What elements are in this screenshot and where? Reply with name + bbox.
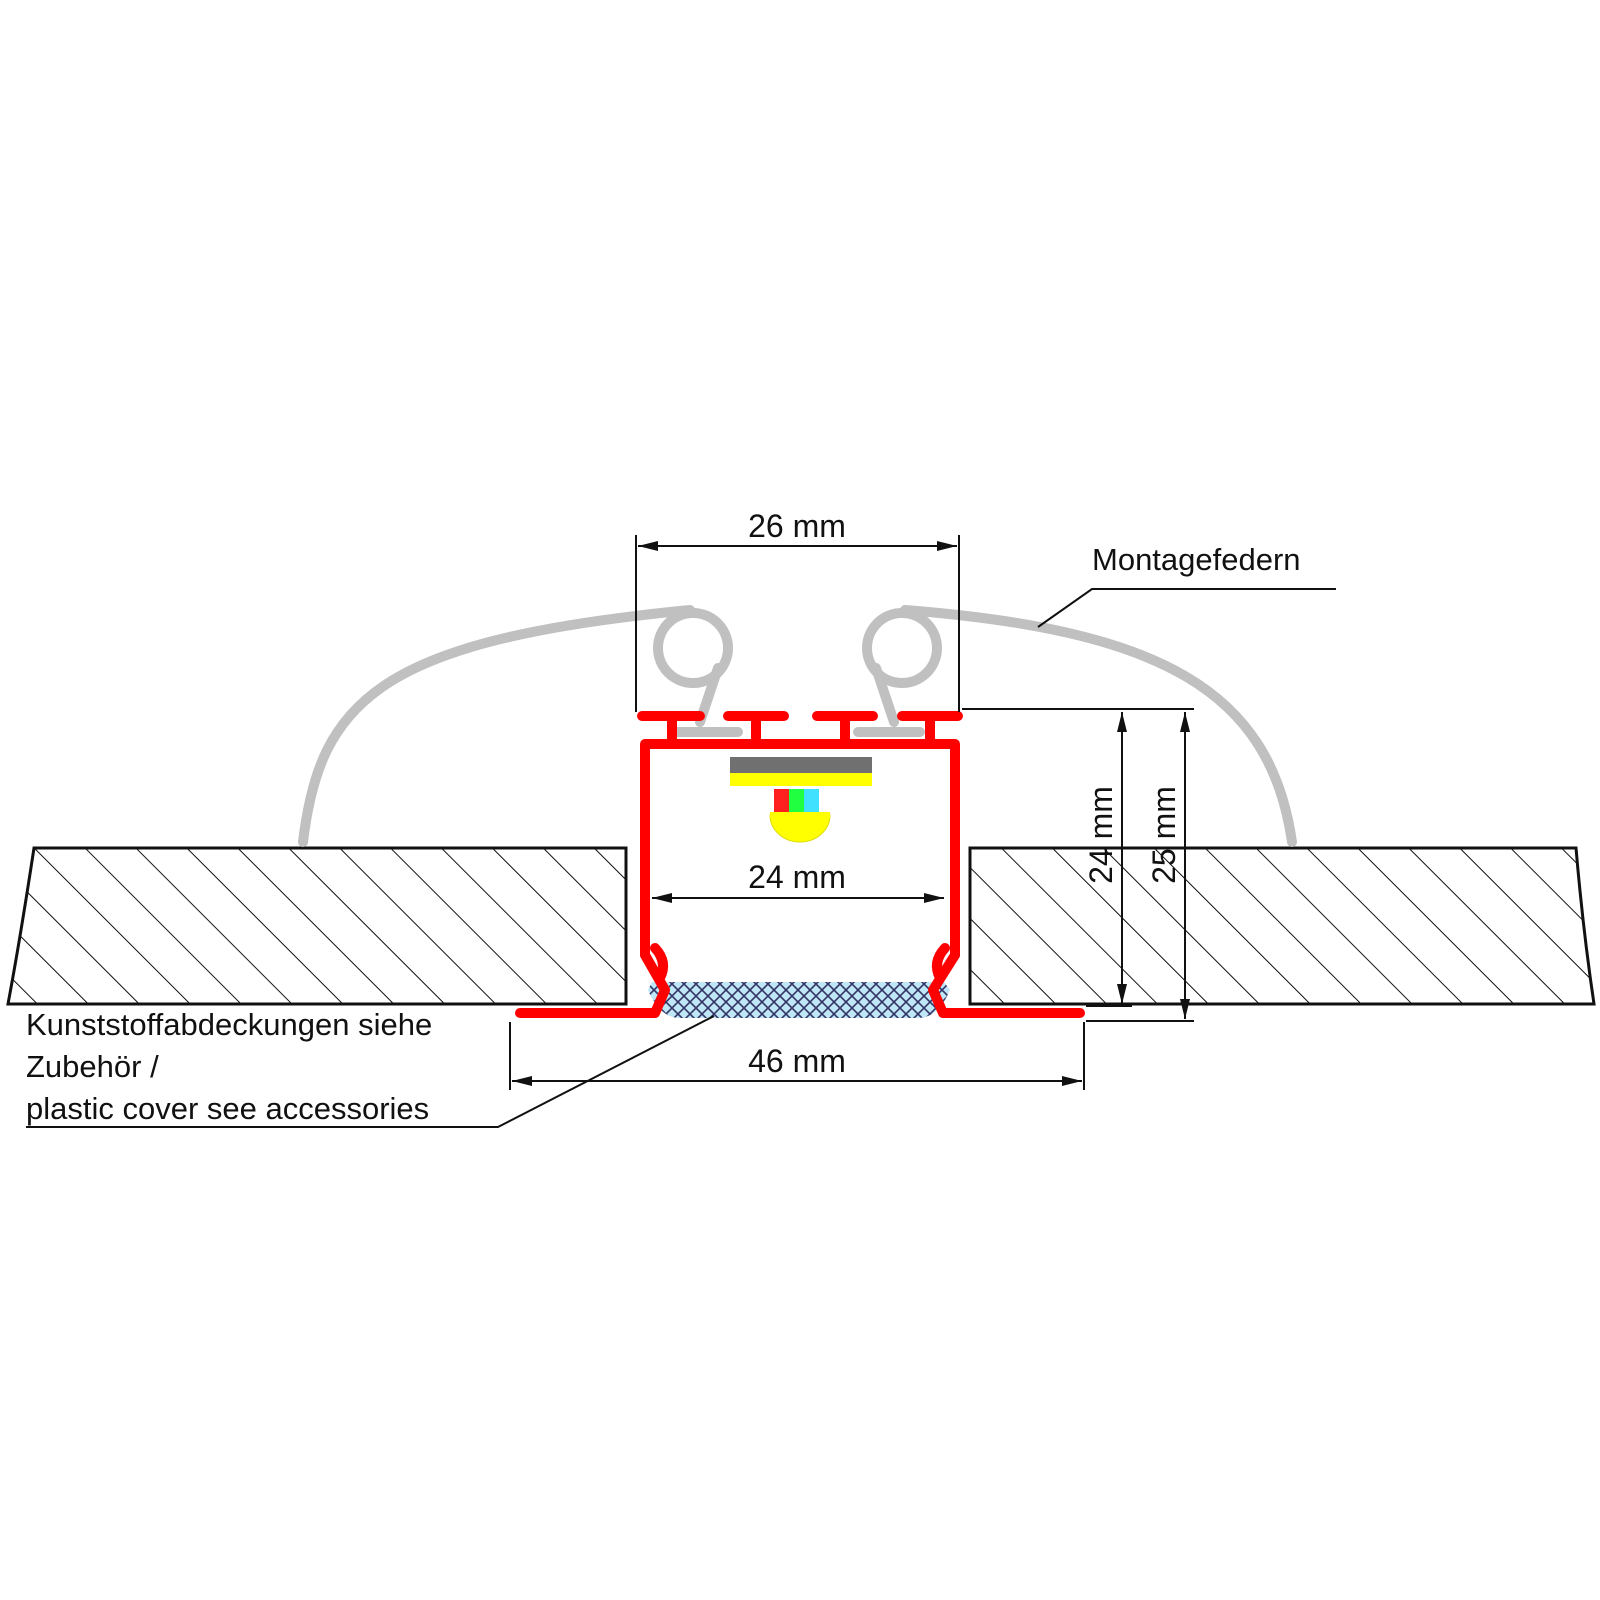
- dimension-bottom-width-label: 46 mm: [748, 1043, 846, 1079]
- led-strip-pcb: [730, 757, 872, 773]
- dimension-top-width-label: 26 mm: [748, 508, 846, 544]
- cover-label-line3: plastic cover see accessories: [26, 1091, 429, 1126]
- dimension-bottom-width: [509, 1022, 1085, 1090]
- cover-label-line1: Kunststoffabdeckungen siehe: [26, 1007, 432, 1042]
- dimension-inner-height-label: 24 mm: [1083, 786, 1119, 884]
- dimension-total-height-label: 25 mm: [1146, 786, 1182, 884]
- springs-leader: [1037, 588, 1336, 628]
- springs-label: Montagefedern: [1092, 542, 1301, 577]
- dimension-top-width: [635, 535, 960, 712]
- cover-label-line2: Zubehör /: [26, 1049, 159, 1084]
- diffuser-cover: [648, 982, 950, 1018]
- ceiling-board-left: [6, 846, 628, 1006]
- led-strip: [730, 757, 872, 786]
- led-chip: [769, 789, 831, 843]
- mounting-spring-right: [853, 605, 1297, 847]
- aluminium-profile: [515, 711, 1085, 1018]
- dimension-heights: [962, 708, 1194, 1022]
- ceiling-board-right: [968, 846, 1596, 1006]
- cover-leader: [26, 1015, 715, 1128]
- led-strip-tape: [730, 773, 872, 786]
- dimension-inner-width-label: 24 mm: [748, 859, 846, 895]
